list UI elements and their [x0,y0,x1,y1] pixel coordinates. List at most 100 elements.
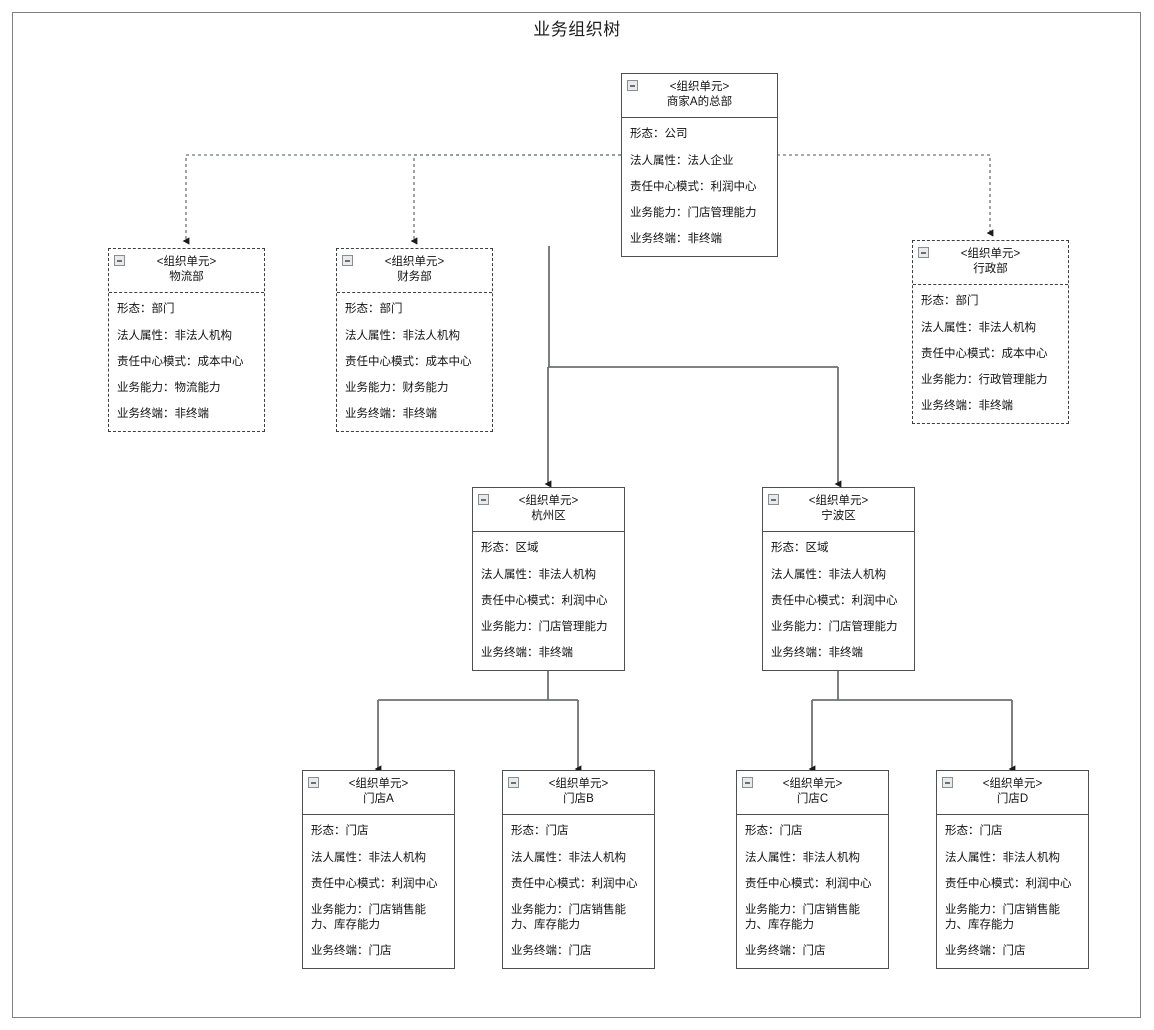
node-header: <组织单元> 杭州区 [473,488,624,533]
collapse-minus-icon[interactable] [942,777,953,788]
node-title: 门店B [563,793,594,806]
node-storeC[interactable]: <组织单元> 门店C 形态：门店 法人属性：非法人机构 责任中心模式：利润中心 … [736,770,889,970]
collapse-minus-icon[interactable] [742,777,753,788]
attr-form: 形态：门店 [745,825,803,838]
attr-terminal: 业务终端：门店 [745,945,826,958]
node-title: 门店D [996,793,1029,806]
node-stereotype: <组织单元> [669,81,730,93]
node-title: 宁波区 [821,510,856,523]
attr-terminal: 业务终端：门店 [511,945,592,958]
attr-terminal: 业务终端：非终端 [921,400,1013,413]
attr-form: 形态：区域 [481,542,539,555]
node-title: 商家A的总部 [666,96,733,109]
node-stereotype: <组织单元> [548,778,609,790]
node-stereotype: <组织单元> [348,778,409,790]
node-admin[interactable]: <组织单元> 行政部 形态：部门 法人属性：非法人机构 责任中心模式：成本中心 … [912,240,1069,425]
attr-form: 形态：部门 [921,295,979,308]
attr-form: 形态：部门 [345,303,403,316]
node-stereotype: <组织单元> [982,778,1043,790]
attr-terminal: 业务终端：非终端 [771,647,863,660]
attr-legal: 法人属性：非法人机构 [481,568,596,581]
node-title: 行政部 [973,263,1008,276]
node-stereotype: <组织单元> [782,778,843,790]
node-storeA[interactable]: <组织单元> 门店A 形态：门店 法人属性：非法人机构 责任中心模式：利润中心 … [302,770,455,970]
attr-capability: 业务能力：物流能力 [117,381,221,394]
attr-form: 形态：区域 [771,542,829,555]
node-header: <组织单元> 门店C [737,771,888,816]
node-body: 形态：门店 法人属性：非法人机构 责任中心模式：利润中心 业务能力：门店销售能力… [937,815,1088,968]
node-body: 形态：部门 法人属性：非法人机构 责任中心模式：成本中心 业务能力：财务能力 业… [337,293,492,431]
attr-capability: 业务能力：门店销售能力、库存能力 [945,903,1060,932]
node-body: 形态：区域 法人属性：非法人机构 责任中心模式：利润中心 业务能力：门店管理能力… [473,532,624,670]
attr-form: 形态：门店 [945,825,1003,838]
attr-legal: 法人属性：非法人机构 [771,568,886,581]
attr-form: 形态：公司 [630,128,688,141]
node-body: 形态：部门 法人属性：非法人机构 责任中心模式：成本中心 业务能力：物流能力 业… [109,293,264,431]
attr-terminal: 业务终端：非终端 [117,408,209,421]
attr-capability: 业务能力：门店管理能力 [481,620,608,633]
node-header: <组织单元> 商家A的总部 [622,74,777,119]
attr-responsibility: 责任中心模式：成本中心 [345,355,472,368]
collapse-minus-icon[interactable] [768,494,779,505]
collapse-minus-icon[interactable] [308,777,319,788]
attr-legal: 法人属性：非法人机构 [921,321,1036,334]
attr-legal: 法人属性：非法人机构 [345,329,460,342]
attr-terminal: 业务终端：非终端 [345,408,437,421]
node-body: 形态：门店 法人属性：非法人机构 责任中心模式：利润中心 业务能力：门店销售能力… [503,815,654,968]
node-header: <组织单元> 门店A [303,771,454,816]
attr-responsibility: 责任中心模式：利润中心 [771,594,898,607]
attr-capability: 业务能力：财务能力 [345,381,449,394]
attr-responsibility: 责任中心模式：利润中心 [311,877,438,890]
node-body: 形态：公司 法人属性：法人企业 责任中心模式：利润中心 业务能力：门店管理能力 … [622,118,777,256]
page-title: 业务组织树 [533,20,621,39]
attr-capability: 业务能力：门店销售能力、库存能力 [511,903,626,932]
attr-legal: 法人属性：非法人机构 [511,851,626,864]
attr-terminal: 业务终端：非终端 [630,233,722,246]
node-title: 门店C [796,793,829,806]
attr-terminal: 业务终端：门店 [945,945,1026,958]
attr-responsibility: 责任中心模式：成本中心 [117,355,244,368]
node-ningbo[interactable]: <组织单元> 宁波区 形态：区域 法人属性：非法人机构 责任中心模式：利润中心 … [762,487,915,672]
attr-form: 形态：门店 [511,825,569,838]
attr-legal: 法人属性：非法人机构 [311,851,426,864]
collapse-minus-icon[interactable] [918,247,929,258]
node-body: 形态：门店 法人属性：非法人机构 责任中心模式：利润中心 业务能力：门店销售能力… [303,815,454,968]
attr-capability: 业务能力：行政管理能力 [921,373,1048,386]
attr-capability: 业务能力：门店销售能力、库存能力 [311,903,426,932]
node-title: 物流部 [169,271,204,284]
node-stereotype: <组织单元> [156,256,217,268]
attr-terminal: 业务终端：非终端 [481,647,573,660]
collapse-minus-icon[interactable] [342,255,353,266]
node-storeB[interactable]: <组织单元> 门店B 形态：门店 法人属性：非法人机构 责任中心模式：利润中心 … [502,770,655,970]
node-stereotype: <组织单元> [808,495,869,507]
node-body: 形态：部门 法人属性：非法人机构 责任中心模式：成本中心 业务能力：行政管理能力… [913,285,1068,423]
attr-responsibility: 责任中心模式：利润中心 [630,180,757,193]
collapse-minus-icon[interactable] [114,255,125,266]
attr-capability: 业务能力：门店管理能力 [771,620,898,633]
attr-legal: 法人属性：法人企业 [630,154,734,167]
node-hangzhou[interactable]: <组织单元> 杭州区 形态：区域 法人属性：非法人机构 责任中心模式：利润中心 … [472,487,625,672]
node-header: <组织单元> 行政部 [913,241,1068,286]
attr-responsibility: 责任中心模式：成本中心 [921,347,1048,360]
attr-legal: 法人属性：非法人机构 [745,851,860,864]
node-title: 杭州区 [531,510,566,523]
attr-terminal: 业务终端：门店 [311,945,392,958]
collapse-minus-icon[interactable] [627,80,638,91]
node-hq[interactable]: <组织单元> 商家A的总部 形态：公司 法人属性：法人企业 责任中心模式：利润中… [621,73,778,258]
node-storeD[interactable]: <组织单元> 门店D 形态：门店 法人属性：非法人机构 责任中心模式：利润中心 … [936,770,1089,970]
node-body: 形态：区域 法人属性：非法人机构 责任中心模式：利润中心 业务能力：门店管理能力… [763,532,914,670]
node-body: 形态：门店 法人属性：非法人机构 责任中心模式：利润中心 业务能力：门店销售能力… [737,815,888,968]
attr-capability: 业务能力：门店销售能力、库存能力 [745,903,860,932]
node-finance[interactable]: <组织单元> 财务部 形态：部门 法人属性：非法人机构 责任中心模式：成本中心 … [336,248,493,433]
collapse-minus-icon[interactable] [478,494,489,505]
attr-responsibility: 责任中心模式：利润中心 [945,877,1072,890]
node-header: <组织单元> 财务部 [337,249,492,294]
attr-form: 形态：部门 [117,303,175,316]
node-title: 门店A [363,793,394,806]
node-header: <组织单元> 宁波区 [763,488,914,533]
node-header: <组织单元> 物流部 [109,249,264,294]
node-logistics[interactable]: <组织单元> 物流部 形态：部门 法人属性：非法人机构 责任中心模式：成本中心 … [108,248,265,433]
collapse-minus-icon[interactable] [508,777,519,788]
attr-legal: 法人属性：非法人机构 [945,851,1060,864]
attr-form: 形态：门店 [311,825,369,838]
